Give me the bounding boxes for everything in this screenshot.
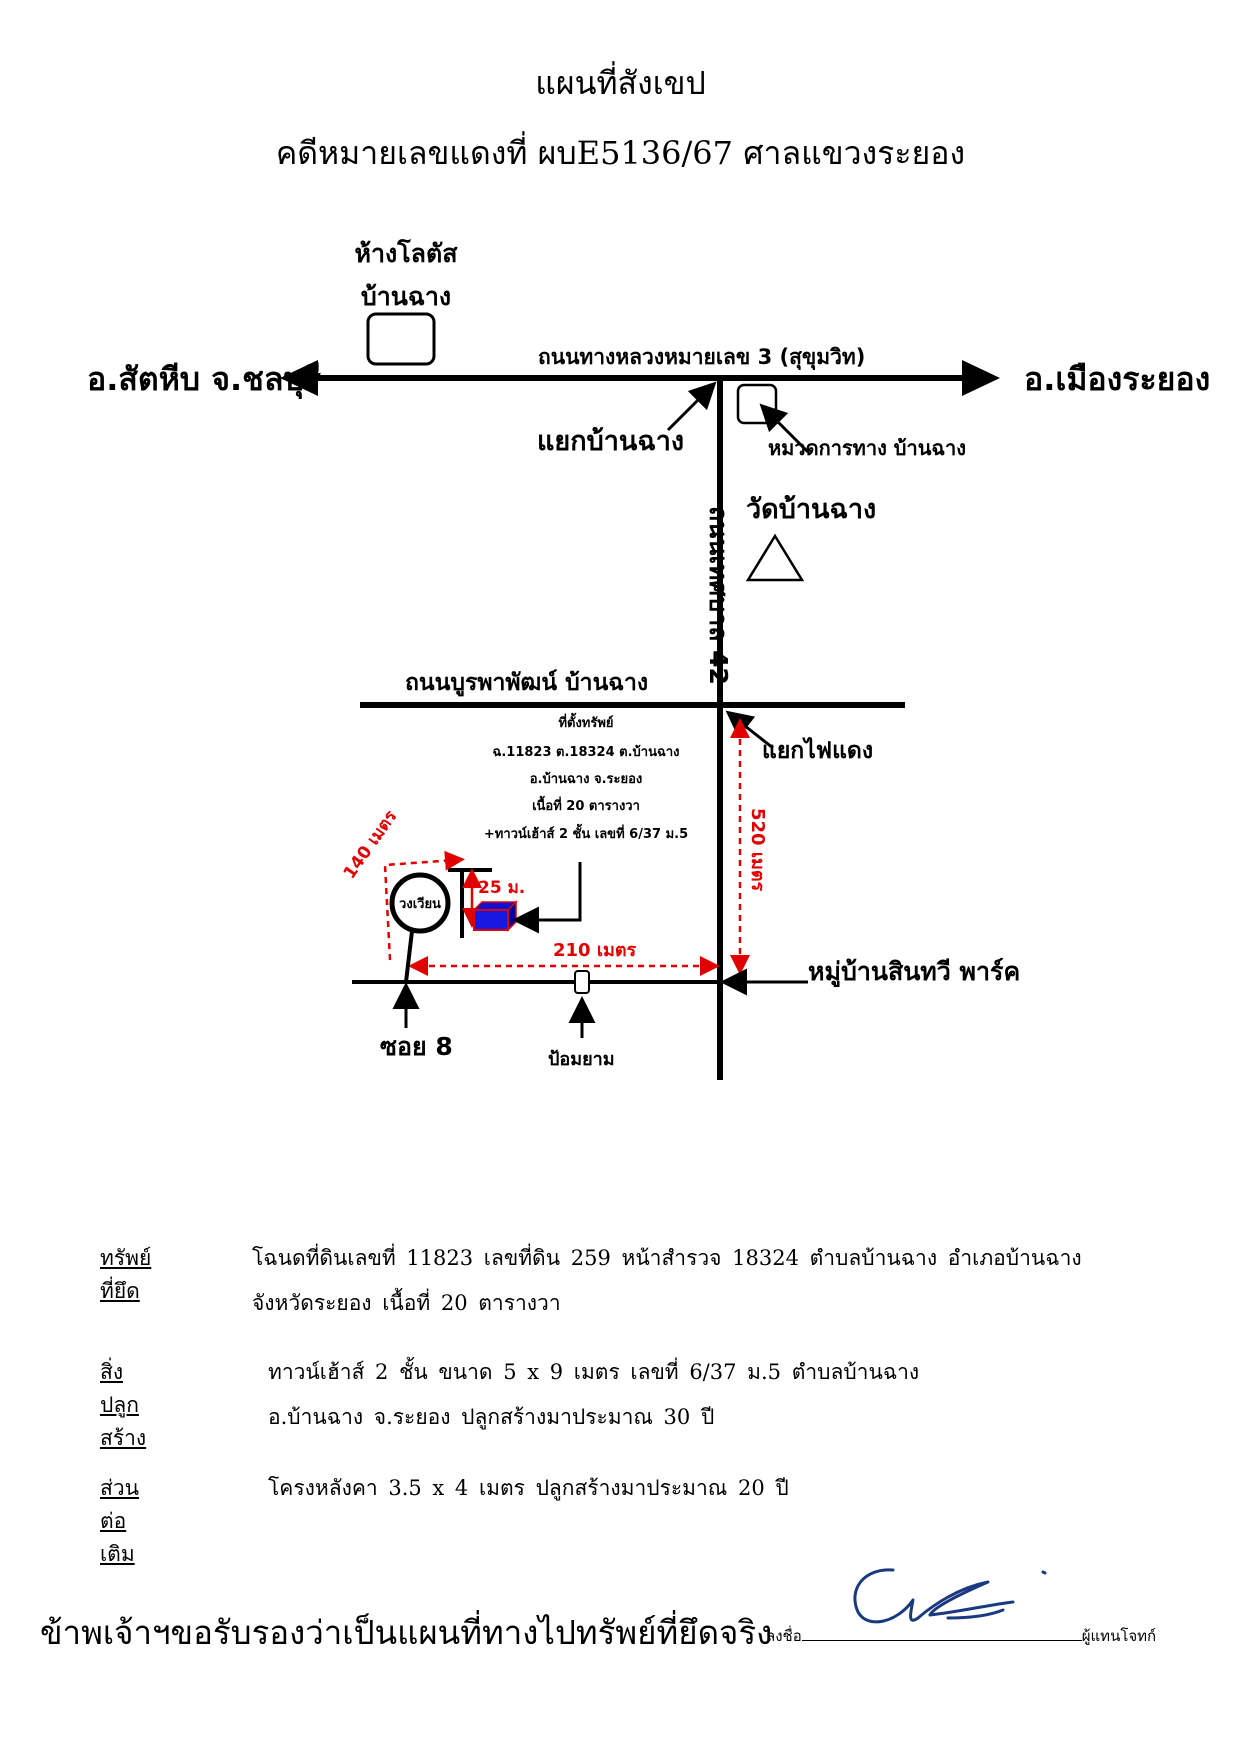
building-heading: สิ่งปลูกสร้าง [100,1360,147,1450]
property-building-icon [472,900,518,932]
guard-box-label: ป้อมยาม [548,1049,615,1070]
highway-police-label: หมวดการทาง บ้านฉาง [768,436,966,460]
property-district-label: อ.บ้านฉาง จ.ระยอง [530,771,643,787]
sketch-map: ห้างโลตัส บ้านฉาง อ.สัตหีบ จ.ชลบุรี อ.เม… [87,238,1210,1080]
property-house-label: +ทาวน์เฮ้าส์ 2 ชั้น เลขที่ 6/37 ม.5 [484,823,688,842]
building-line-1: ทาวน์เฮ้าส์ 2 ชั้น ขนาด 5 x 9 เมตร เลขที… [268,1360,920,1384]
village-label: หมู่บ้านสินทวี พาร์ค [808,957,1020,988]
property-deed-label: ฉ.11823 ต.18324 ต.บ้านฉาง [492,744,679,760]
sign-suffix: ผู้แทนโจทก์ [1081,1627,1157,1645]
junction-pointer-arrow [666,381,717,432]
arrow-west-icon [280,360,318,396]
temple-label: วัดบ้านฉาง [746,494,876,525]
sign-prefix: ลงชื่อ [766,1627,802,1645]
seized-property-line-1: โฉนดที่ดินเลขที่ 11823 เลขที่ดิน 259 หน้… [252,1246,1082,1270]
arrow-east-icon [962,360,1000,396]
highway-road [280,360,1000,396]
lotus-store-icon [366,312,436,366]
seized-property-heading: ทรัพย์ที่ยึด [100,1246,152,1303]
signature-mark-icon [853,1568,1047,1624]
soi-label: ซอย 8 [380,1032,453,1061]
lotus-branch-label: บ้านฉาง [361,282,451,311]
property-area-label: เนื้อที่ 20 ตารางวา [532,795,640,814]
map-title: แผนที่สังเขป [535,64,706,102]
property-location-label: ที่ตั้งทรัพย์ [558,712,613,731]
roundabout-icon [389,872,451,934]
seized-property-line-2: จังหวัดระยอง เนื้อที่ 20 ตารางวา [252,1291,561,1315]
temple-icon [745,533,805,582]
certification-statement: ข้าพเจ้าฯขอรับรองว่าเป็นแผนที่ทางไปทรัพย… [40,1613,773,1652]
extension-line-1: โครงหลังคา 3.5 x 4 เมตร ปลูกสร้างมาประมา… [268,1476,789,1500]
case-number-title: คดีหมายเลขแดงที่ ผบE5136/67 ศาลแขวงระยอง [275,134,966,172]
distance-140-label: 140 เมตร [340,806,402,883]
police-pointer-arrow [759,403,810,454]
east-destination-label: อ.เมืองระยอง [1024,360,1210,398]
distance-210-label: 210 เมตร [553,940,637,961]
property-pointer-arrow [512,862,582,934]
signature-blank [801,1626,1082,1641]
building-line-2: อ.บ้านฉาง จ.ระยอง ปลูกสร้างมาประมาณ 30 ป… [268,1405,715,1429]
municipal-road-label: ถนนเทศบาล 42 [704,506,733,685]
roundabout-label: วงเวียน [399,896,441,912]
highway-police-box-icon [736,383,778,425]
guard-box-icon [574,970,590,994]
signature-line: ลงชื่อ ผู้แทนโจทก์ [766,1624,1156,1648]
lotus-label: ห้างโลตัส [355,238,459,268]
west-destination-label: อ.สัตหีบ จ.ชลบุรี [87,360,321,400]
distance-520-label: 520 เมตร [747,808,768,892]
burapha-road-label: ถนนบูรพาพัฒน์ บ้านฉาง [405,669,648,697]
roundabout-connector-road [404,930,414,983]
junction-label: แยกบ้านฉาง [537,426,684,457]
distance-25-label: 25 ม. [478,878,525,898]
highway-label: ถนนทางหลวงหมายเลข 3 (สุขุมวิท) [538,345,865,371]
extension-heading: ส่วนต่อเติม [100,1476,139,1566]
traffic-light-label: แยกไฟแดง [762,736,873,764]
